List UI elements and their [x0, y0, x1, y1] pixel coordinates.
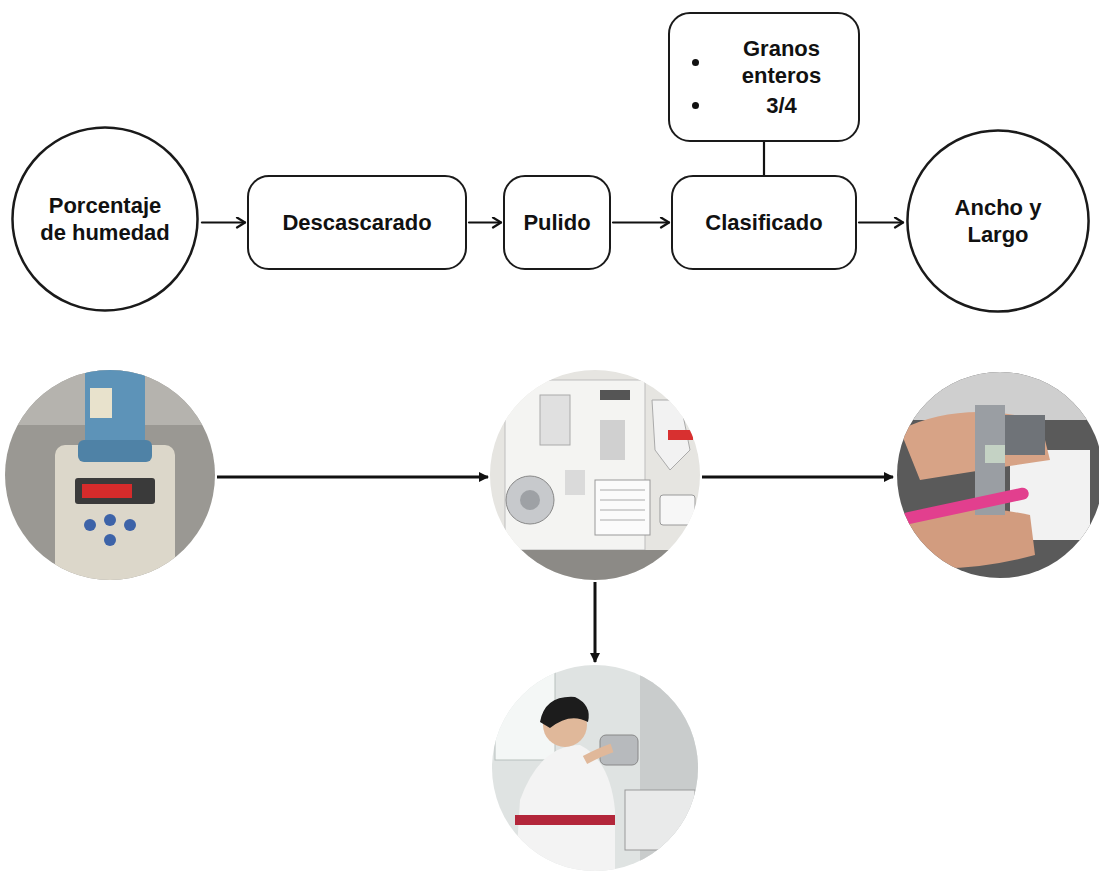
- process-box: Clasificado: [671, 175, 857, 270]
- node-label: Descascarado: [282, 209, 431, 237]
- list-item-text: 3/4: [727, 92, 837, 120]
- photo-arrow: [217, 476, 488, 479]
- text-holder: Pulido: [523, 209, 590, 237]
- husker-machine-photo: [485, 365, 705, 585]
- text-holder: Ancho y Largo: [938, 194, 1058, 249]
- text-holder: Clasificado: [705, 209, 822, 237]
- moisture-meter-photo: [0, 365, 220, 585]
- process-box: Descascarado: [247, 175, 467, 270]
- flow-arrow: [202, 221, 245, 223]
- connector-line: [763, 142, 765, 175]
- photo-arrow: [594, 582, 597, 662]
- note-box: Granos enteros3/4: [668, 12, 860, 142]
- list-row: Granos enteros: [692, 35, 837, 90]
- node-label: Porcentaje de humedad: [38, 192, 173, 247]
- text-holder: Descascarado: [282, 209, 431, 237]
- end-circle: Ancho y Largo: [905, 128, 1091, 314]
- bullet-dot: [692, 59, 699, 66]
- operator-photo: [490, 663, 700, 871]
- flow-arrow: [613, 221, 669, 223]
- node-label: Pulido: [523, 209, 590, 237]
- text-holder: Porcentaje de humedad: [38, 192, 173, 247]
- circle-outline: [905, 128, 1091, 314]
- bullet-dot: [692, 102, 699, 109]
- node-label: Clasificado: [705, 209, 822, 237]
- circle-outline: [10, 125, 200, 313]
- caliper-photo: [895, 370, 1099, 580]
- flow-arrow: [469, 221, 501, 223]
- text-holder: Granos enteros3/4: [692, 33, 837, 122]
- start-circle: Porcentaje de humedad: [10, 125, 200, 313]
- list-row: 3/4: [692, 92, 837, 120]
- list-item-text: Granos enteros: [727, 35, 837, 90]
- photo-arrow: [702, 476, 893, 479]
- node-label: Ancho y Largo: [938, 194, 1058, 249]
- flow-arrow: [859, 221, 903, 223]
- process-box: Pulido: [503, 175, 611, 270]
